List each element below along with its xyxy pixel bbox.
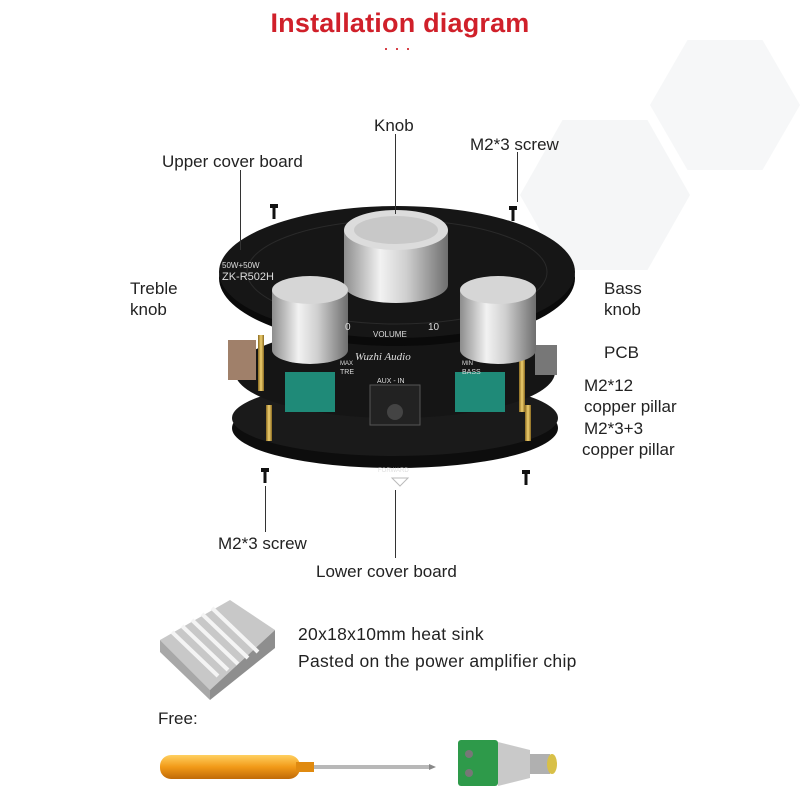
bass-text: BASS [462,369,481,376]
free-label: Free: [158,709,198,728]
dc-connector-illustration [458,740,557,786]
label-top-screw: M2*3 screw [470,135,559,154]
knob-leader [395,134,396,214]
label-bass-knob-line2: knob [604,300,641,319]
tre-text: TRE [340,369,354,376]
label-m2-33-pillar-line2: copper pillar [582,440,675,459]
label-m2-12-pillar-line1: M2*12 [584,376,634,395]
upper-cover-leader [240,170,241,250]
label-bottom-screw: M2*3 screw [218,534,307,553]
volume-text: VOLUME [373,330,407,339]
forward-text: FORWARD [378,468,409,474]
board-power-text: 50W+50W [222,261,260,270]
volume-max-text: 10 [428,322,440,333]
label-knob: Knob [374,116,414,135]
board-print: 50W+50W ZK-R502H 0 10 VOLUME Wuzhi Audio… [222,261,481,474]
label-m2-33-pillar-line1: M2*3+3 [584,419,644,438]
label-m2-12-pillar-line2: copper pillar [584,397,677,416]
bottom-screw-leader [265,486,266,532]
top-screw-leader [517,152,518,202]
heat-sink-note: Pasted on the power amplifier chip [298,651,577,671]
treble-knob [272,276,348,364]
heat-sink-spec: 20x18x10mm heat sink [298,624,484,644]
min-text: MIN [462,361,473,367]
title-dots: ... [383,34,417,54]
max-text: MAX [340,361,353,367]
label-treble-knob-line2: knob [130,300,167,319]
volume-knob [344,210,448,303]
board-model-text: ZK-R502H [222,271,274,283]
label-pcb: PCB [604,343,639,362]
page-title: Installation diagram [270,8,530,38]
label-bass-knob-line1: Bass [604,279,642,298]
volume-min-text: 0 [345,322,351,333]
screwdriver-illustration [160,755,436,779]
lower-cover-leader [395,490,396,558]
heat-sink-illustration [160,600,275,700]
screws [261,204,530,485]
label-upper-cover-board: Upper cover board [162,152,303,171]
bass-knob [460,276,536,364]
aux-text: AUX - IN [377,378,405,385]
brand-text: Wuzhi Audio [355,351,411,363]
copper-pillars [258,335,531,441]
label-treble-knob-line1: Treble [130,279,178,298]
label-lower-cover-board: Lower cover board [316,562,457,581]
background-hexagon [650,40,800,170]
